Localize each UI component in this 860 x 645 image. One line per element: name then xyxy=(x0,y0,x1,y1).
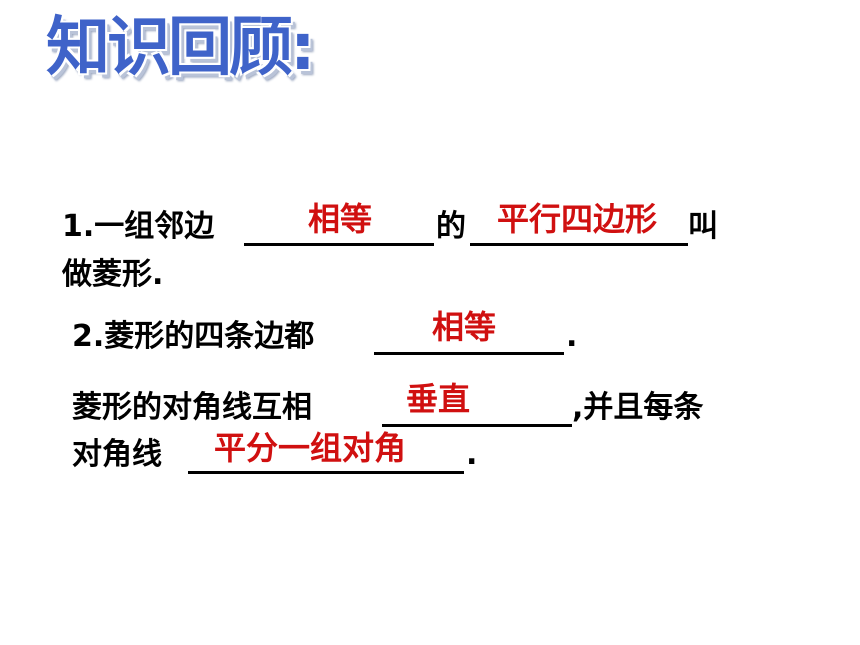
slide-title: 知识回顾: xyxy=(46,11,316,85)
item1-answer2: 平行四边形 xyxy=(497,200,658,238)
item1-text-part3: 叫 xyxy=(688,209,718,244)
item1-text-part1: 一组邻边 xyxy=(94,209,215,244)
item1-text-part2: 的 xyxy=(436,209,466,244)
item2-end: . xyxy=(566,319,578,354)
item2-blank1[interactable] xyxy=(374,352,564,355)
item1-blank2[interactable] xyxy=(470,243,688,246)
item3-text-part2: ,并且每条 xyxy=(572,390,704,425)
item1-number: 1. xyxy=(62,209,95,244)
item3-end: . xyxy=(466,437,478,472)
item3-answer1: 垂直 xyxy=(406,380,471,418)
item3-answer2: 平分一组对角 xyxy=(214,429,407,467)
item1-line2: 做菱形. xyxy=(62,257,164,292)
item2-answer1: 相等 xyxy=(432,308,497,346)
item2-line: 2.菱形的四条边都 xyxy=(72,322,314,352)
item2-text-part1: 菱形的四条边都 xyxy=(104,319,315,354)
item1-line1: 1.一组邻边 xyxy=(62,212,214,242)
item3-blank1[interactable] xyxy=(382,424,572,427)
item3-text-part1: 菱形的对角线互相 xyxy=(72,390,312,425)
item2-number: 2. xyxy=(72,319,105,354)
item1-blank1[interactable] xyxy=(244,243,434,246)
item1-answer1: 相等 xyxy=(308,200,373,238)
item3-text-part3: 对角线 xyxy=(72,437,162,472)
item3-blank2[interactable] xyxy=(188,471,464,474)
